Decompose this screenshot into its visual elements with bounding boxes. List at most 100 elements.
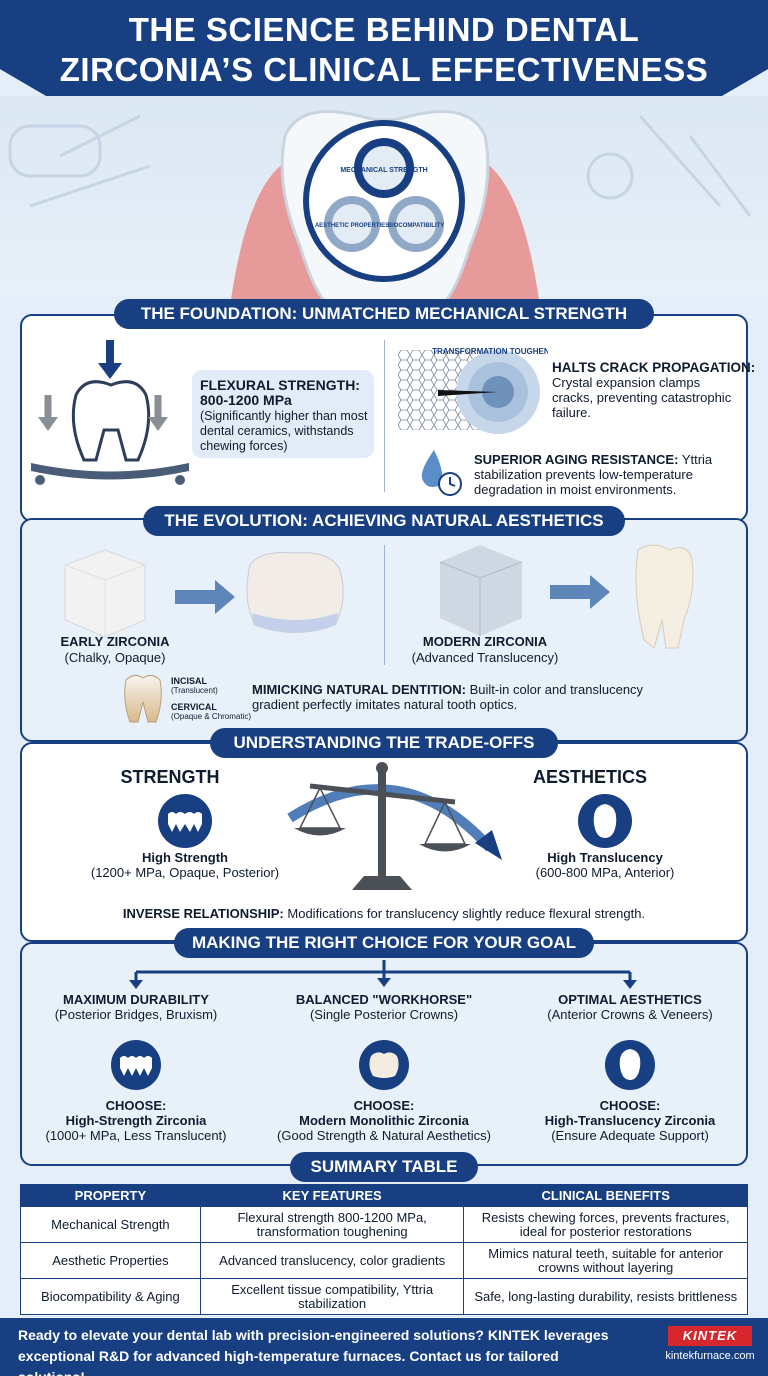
recommended-product: High-Strength Zirconia [65,1113,207,1128]
flexural-title: FLEXURAL STRENGTH: [200,377,360,393]
table-cell: Mechanical Strength [20,1206,201,1243]
product-detail: (Ensure Adequate Support) [551,1128,709,1143]
dental-tools-icon [8,114,752,217]
tooth-icon [71,380,151,462]
high-strength-title: High Strength [142,850,228,865]
bridge-circle [158,794,212,848]
aging-description: Yttria stabilization prevents low-temper… [474,452,713,497]
modern-zirconia-desc: (Advanced Translucency) [411,650,559,665]
table-cell: Advanced translucency, color gradients [199,1242,465,1279]
crack-description: Crystal expansion clamps cracks, prevent… [552,375,732,420]
crown-icon [369,1052,399,1078]
balance-scale-illustration [287,762,502,890]
table-row: Mechanical Strength Flexural strength 80… [20,1206,748,1243]
crown-circle [359,1040,409,1090]
incisal-label: INCISAL [171,676,207,686]
mimic-block: MIMICKING NATURAL DENTITION: Built-in co… [252,682,662,712]
mechanical-section-title: THE FOUNDATION: UNMATCHED MECHANICAL STR… [114,299,654,329]
inverse-title: INVERSE RELATIONSHIP: [122,906,284,921]
aesthetics-section-title: THE EVOLUTION: ACHIEVING NATURAL AESTHET… [143,506,625,536]
product-detail: (1000+ MPa, Less Translucent) [45,1128,227,1143]
goal-description: (Posterior Bridges, Bruxism) [54,1007,218,1022]
hero-illustration: MECHANICAL STRENGTH AESTHETIC PROPERTIES… [8,110,752,306]
table-cell: Excellent tissue compatibility, Yttria s… [199,1278,465,1315]
bridge-icon [120,1056,152,1076]
goal-title: OPTIMAL AESTHETICS [558,992,702,1007]
high-translucency-desc: (600-800 MPa, Anterior) [535,865,675,880]
aging-block: SUPERIOR AGING RESISTANCE: Yttria stabil… [474,452,744,497]
aesthetics-label: AESTHETICS [532,767,647,787]
cervical-label: CERVICAL [171,702,217,712]
page-title: THE SCIENCE BEHIND DENTAL ZIRCONIA’S CLI… [59,11,709,88]
flexural-value: 800-1200 MPa [200,392,292,408]
table-cell: Aesthetic Properties [20,1242,201,1279]
gear-label-right: BIOCOMPATIBILITY [388,223,444,229]
choose-label: CHOOSE: [353,1098,415,1113]
modern-zirconia-illustration [439,544,694,649]
arrow-down-icon [129,980,143,989]
section-divider [384,545,385,665]
gear-label-left: AESTHETIC PROPERTIES [315,223,389,229]
goal-description: (Single Posterior Crowns) [309,1007,459,1022]
table-cell: Biocompatibility & Aging [20,1278,201,1315]
arrow-down-icon [623,980,637,989]
branch-arrows [129,960,637,989]
crack-icon [438,390,498,396]
gear-icon [324,138,444,252]
table-header-cell: PROPERTY [20,1184,201,1207]
product-detail: (Good Strength & Natural Aesthetics) [277,1128,491,1143]
footer-banner [0,1318,768,1376]
arrow-down-icon [148,417,168,431]
table-row: Biocompatibility & Aging Excellent tissu… [20,1278,748,1315]
choose-label: CHOOSE: [105,1098,167,1113]
high-strength-desc: (1200+ MPa, Opaque, Posterior) [90,865,280,880]
inverse-block: INVERSE RELATIONSHIP: Modifications for … [60,906,708,921]
incisal-sublabel: (Translucent) [171,686,218,695]
table-header-cell: CLINICAL BENEFITS [463,1184,748,1207]
scale-icon [294,762,471,890]
arrow-down-icon [98,363,122,379]
goal-title: BALANCED "WORKHORSE" [295,992,473,1007]
high-translucency-title: High Translucency [547,850,663,865]
inverse-description: Modifications for translucency slightly … [287,906,646,921]
recommended-product: Modern Monolithic Zirconia [299,1113,469,1128]
choice-section-title: MAKING THE RIGHT CHOICE FOR YOUR GOAL [174,928,594,958]
kintek-logo[interactable]: KINTEK [668,1326,752,1346]
crack-lattice-illustration: TRANSFORMATION TOUGHENING [398,347,548,434]
beam-shape [31,463,189,480]
goal-title: MAXIMUM DURABILITY [63,992,209,1007]
table-header-row: PROPERTY KEY FEATURES CLINICAL BENEFITS [20,1184,748,1207]
header-banner [0,0,768,96]
website-link[interactable]: kintekfurnace.com [665,1350,755,1362]
summary-table-title: SUMMARY TABLE [290,1152,478,1182]
early-zirconia-illustration [64,549,344,638]
table-cell: Flexural strength 800-1200 MPa, transfor… [199,1206,465,1243]
section-divider [384,340,385,492]
molar-tooth-icon [635,544,694,649]
zirconia-block-icon [440,545,522,636]
modern-zirconia-title: MODERN ZIRCONIA [422,634,548,649]
aging-title: SUPERIOR AGING RESISTANCE: [474,452,679,467]
bridge-icon [168,812,202,832]
gradient-tooth-icon [124,674,162,723]
goal-description: (Anterior Crowns & Veneers) [547,1007,713,1022]
veneer-circle [605,1040,655,1090]
arrow-icon [475,830,502,860]
flexural-description: (Significantly higher than most dental c… [200,409,368,453]
water-clock-icon [421,450,462,496]
veneer-icon [593,804,617,838]
flexural-callout [192,370,374,458]
table-cell: Safe, long-lasting durability, resists b… [463,1278,748,1315]
gear-label-top: MECHANICAL STRENGTH [340,167,427,174]
recommended-product: High-Translucency Zirconia [544,1113,716,1128]
tradeoffs-section-title: UNDERSTANDING THE TRADE-OFFS [210,728,558,758]
veneer-icon [619,1049,641,1080]
veneer-circle [578,794,632,848]
transformation-label: TRANSFORMATION TOUGHENING [432,347,548,356]
mimic-description: Built-in color and translucency gradient… [252,682,644,712]
early-zirconia-title: EARLY ZIRCONIA [60,634,170,649]
table-header-cell: KEY FEATURES [199,1184,465,1207]
choose-label: CHOOSE: [599,1098,661,1113]
crack-title: HALTS CRACK PROPAGATION: [552,360,756,375]
arrow-right-icon [175,580,235,614]
